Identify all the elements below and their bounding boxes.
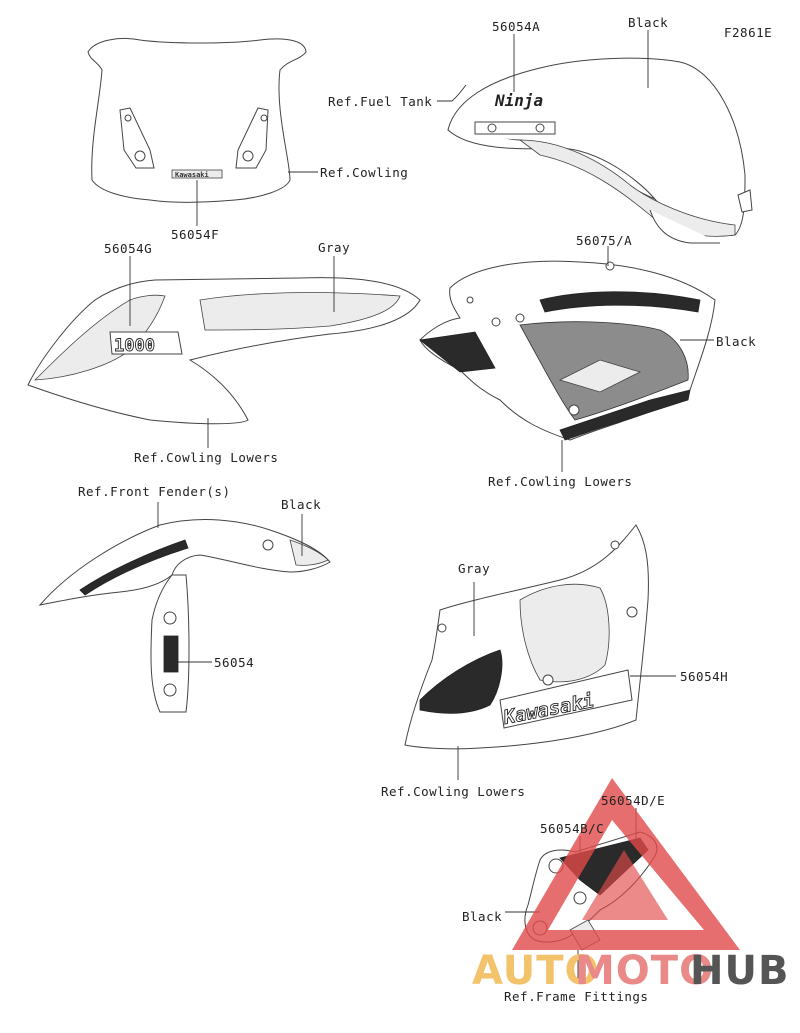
label-ref-fuel-tank: Ref.Fuel Tank (328, 94, 433, 109)
left-cowl-part: 1000 (27, 277, 421, 425)
watermark-logo (512, 778, 740, 950)
label-fender-part: 56054 (214, 655, 255, 670)
figure-code: F2861E (724, 25, 773, 40)
label-ref-cowling: Ref.Cowling (320, 165, 409, 180)
windshield-part: Kawasaki (87, 38, 307, 203)
label-left-cowl-color: Gray (318, 240, 351, 255)
label-left-cowl-part: 56054G (104, 241, 153, 256)
label-lower-cowl-part: 56054H (680, 669, 729, 684)
label-fender-color: Black (281, 497, 322, 512)
lower-cowl-part: Kawasaki (404, 524, 649, 750)
tank-decal-ninja: Ninja (494, 91, 543, 110)
right-cowl-part (419, 260, 716, 441)
watermark-word-hub: HUB (690, 948, 790, 994)
label-ref-cowling-lowers-3: Ref.Cowling Lowers (381, 784, 526, 799)
label-lower-cowl-color: Gray (458, 561, 491, 576)
label-ref-cowling-lowers-1: Ref.Cowling Lowers (134, 450, 279, 465)
label-ref-front-fender: Ref.Front Fender(s) (78, 484, 231, 499)
label-tank-color: Black (628, 15, 669, 30)
cowl-decal-1000: 1000 (114, 336, 155, 356)
watermark-word-auto: AUTO (472, 948, 600, 994)
label-frame-color: Black (462, 909, 503, 924)
label-tank-part: 56054A (492, 19, 541, 34)
label-frame-part-bc: 56054B/C (540, 821, 605, 836)
label-right-cowl-part: 56075/A (576, 233, 633, 248)
label-ref-cowling-lowers-2: Ref.Cowling Lowers (488, 474, 633, 489)
label-frame-part-de: 56054D/E (601, 793, 666, 808)
windshield-decal-kawasaki: Kawasaki (175, 171, 209, 179)
front-fender-part (38, 519, 331, 713)
label-windshield-part: 56054F (171, 227, 220, 242)
label-right-cowl-color: Black (716, 334, 757, 349)
watermark-word-moto: MOTO (575, 948, 715, 994)
fuel-tank-part: Ninja (447, 57, 753, 244)
label-ref-frame-fittings: Ref.Frame Fittings (504, 989, 649, 1004)
